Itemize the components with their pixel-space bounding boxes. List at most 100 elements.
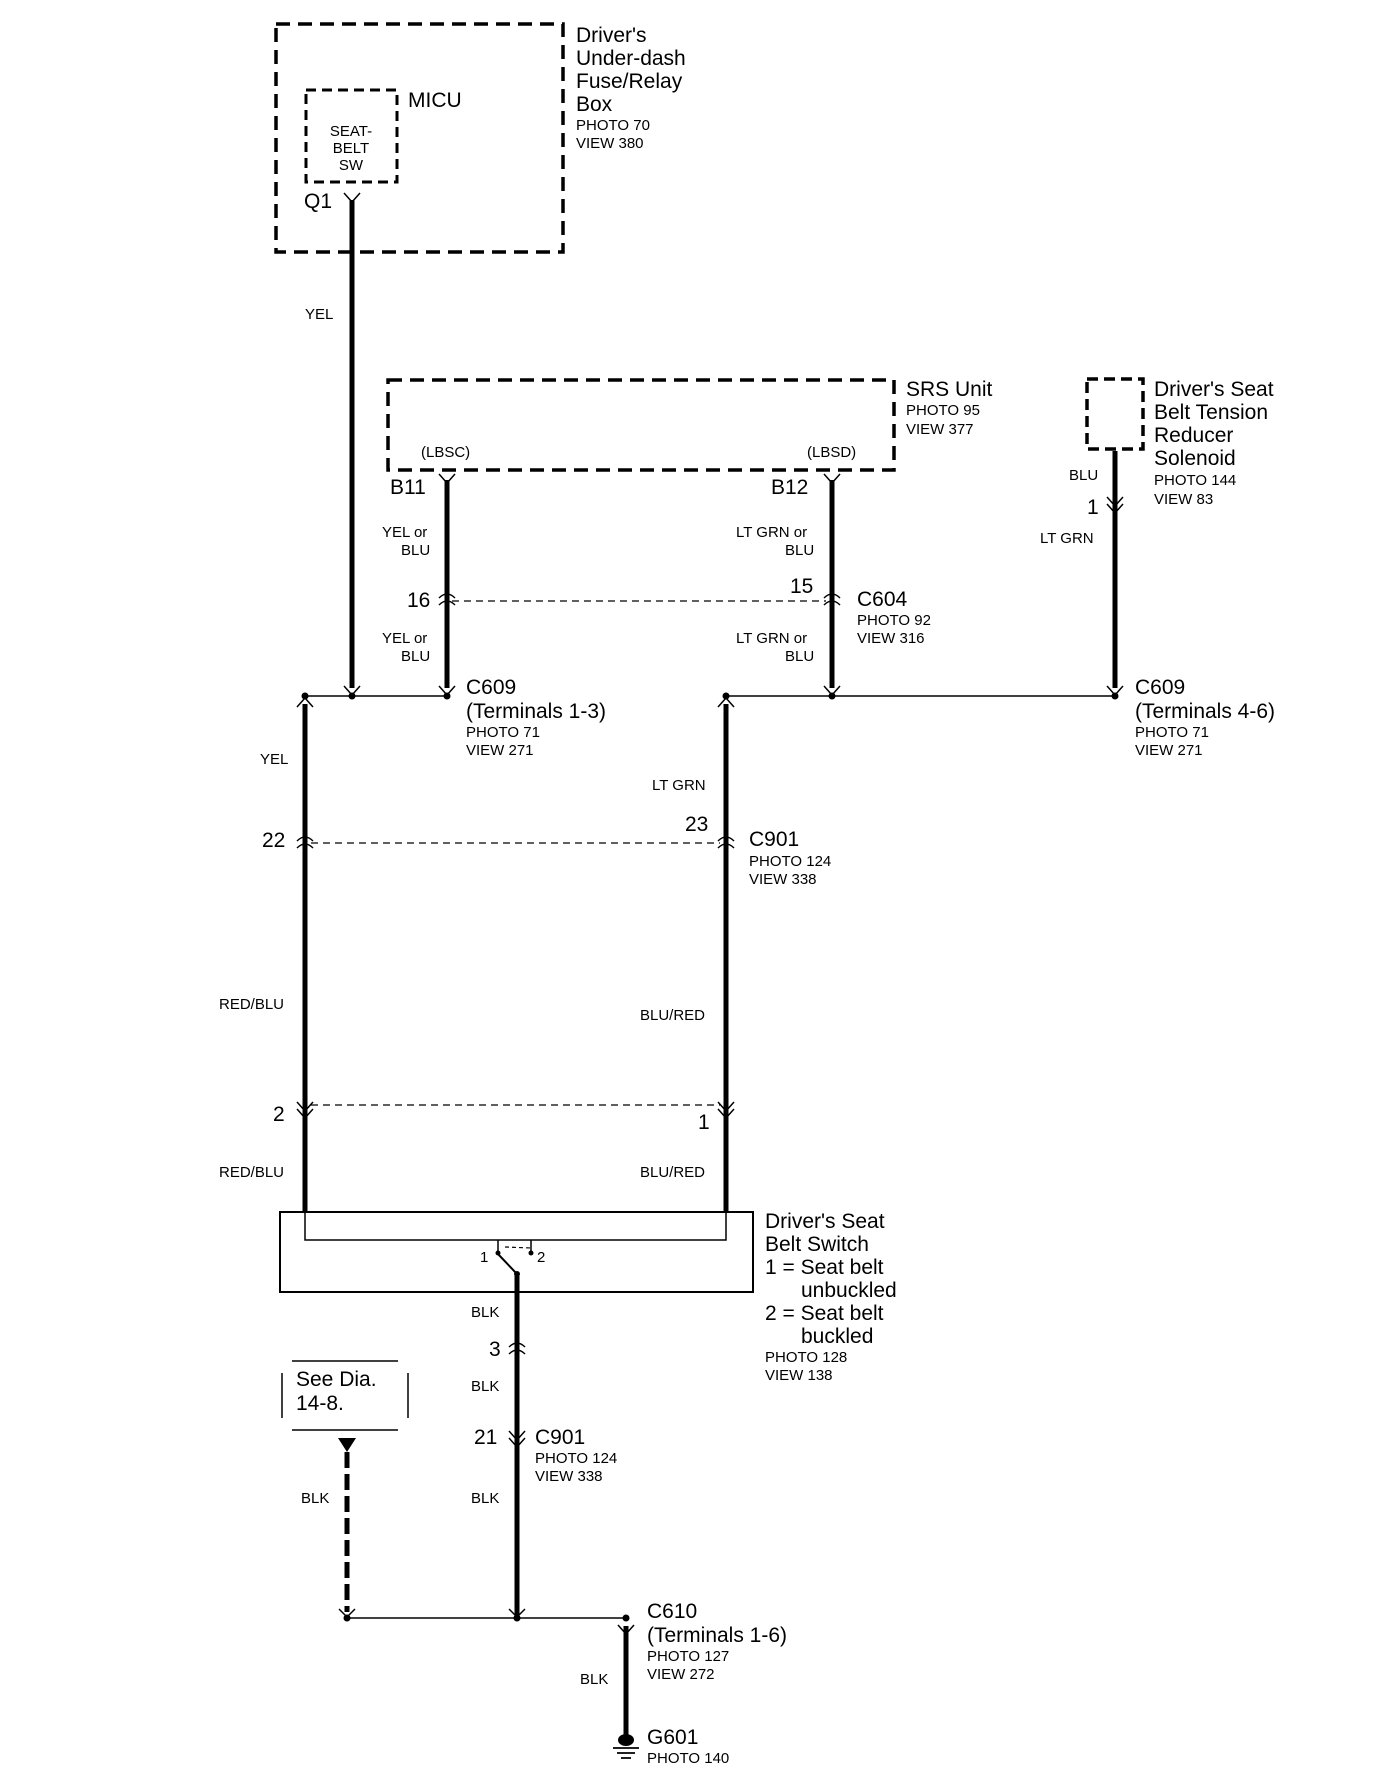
ground-symbol-icon [613,1734,639,1759]
seat-belt-sw-line-2: BELT [333,140,369,157]
solenoid-label-line-1: Driver's Seat [1154,378,1274,401]
seat-belt-sw-line-3: SW [339,157,364,174]
c609-right-terminals: (Terminals 4-6) [1135,700,1275,723]
c604-pin-15-icon [823,593,841,606]
seat-belt-sw-line-1: SEAT- [330,123,372,140]
yel-left-label: YEL [260,751,288,768]
ltgrn-or-blu-upper-2: BLU [785,542,814,559]
switch-contact-1-label: 1 [480,1249,488,1266]
q1-terminal-label: Q1 [304,190,332,213]
switch-harness-connector: 2 1 [273,1101,735,1134]
c609-left-photo: PHOTO 71 [466,724,540,741]
c901-upper-pin-22: 22 [262,829,285,852]
fuse-relay-box: Driver's Under-dash Fuse/Relay Box PHOTO… [274,22,686,254]
switch-contact-leads [497,1240,532,1252]
blured-upper-label: BLU/RED [640,1007,705,1024]
fuse-box-photo: PHOTO 70 [576,117,650,134]
switch-legend-1b: unbuckled [801,1279,897,1302]
c901-upper-name: C901 [749,828,799,851]
b12-terminal-label: B12 [771,476,808,499]
ltgrn-or-blu-lower-1: LT GRN or [736,630,807,647]
c901-lower-pin-3-icon [508,1342,526,1355]
fuse-box-view: VIEW 380 [576,135,644,152]
srs-unit-label: SRS Unit [906,378,993,401]
b11-terminal-icon [438,473,456,485]
switch-contact-2-label: 2 [537,1249,545,1266]
c609-right: C609 (Terminals 4-6) PHOTO 71 VIEW 271 [717,676,1275,759]
yel-or-blu-upper-2: BLU [401,542,430,559]
switch-contact-2 [528,1250,534,1256]
c604-pin-16-icon [438,593,456,606]
see-dia-arrow-icon [338,1438,356,1452]
c901-lower-pin-21-icon [508,1430,526,1449]
c609-right-view: VIEW 271 [1135,742,1203,759]
solenoid-label-line-2: Belt Tension [1154,401,1268,424]
switch-pin-1-icon [717,1101,735,1120]
srs-unit-view: VIEW 377 [906,421,974,438]
srs-unit: SRS Unit PHOTO 95 VIEW 377 (LBSC) (LBSD)… [386,378,993,499]
srs-unit-outline [386,378,896,472]
fuse-box-label-line-3: Fuse/Relay [576,70,683,93]
solenoid-photo: PHOTO 144 [1154,472,1236,489]
fuse-box-outline [274,22,565,254]
c901-lower-view: VIEW 338 [535,1468,603,1485]
c901-upper-pin-23: 23 [685,813,708,836]
srs-unit-photo: PHOTO 95 [906,402,980,419]
solenoid-outline [1085,377,1145,451]
micu-label: MICU [408,89,462,112]
ltgrn-or-blu-upper-1: LT GRN or [736,524,807,541]
ltgrn-solenoid-label: LT GRN [1040,530,1094,547]
switch-label-line-1: Driver's Seat [765,1210,885,1233]
c604-pin-16: 16 [407,589,430,612]
switch-harness-pin-2: 2 [273,1103,285,1126]
blk-switch-label-2: BLK [471,1378,499,1395]
switch-pivot [514,1271,520,1277]
switch-legend-2b: buckled [801,1325,873,1348]
switch-label-line-2: Belt Switch [765,1233,869,1256]
yel-wire-q1-label: YEL [305,306,333,323]
solenoid-label-line-4: Solenoid [1154,447,1236,470]
solenoid-pin-1: 1 [1087,496,1099,519]
see-dia-brackets-v [281,1373,409,1418]
c901-upper-photo: PHOTO 124 [749,853,831,870]
switch-photo: PHOTO 128 [765,1349,847,1366]
see-dia-reference: See Dia. 14-8. BLK [281,1360,409,1612]
c609-left-name: C609 [466,676,516,699]
yel-or-blu-lower-1: YEL or [382,630,427,647]
c610-pin-icons [338,1608,526,1619]
switch-blade-icon [497,1253,518,1275]
g601-name: G601 [647,1726,698,1749]
g601-photo: PHOTO 140 [647,1750,729,1767]
blk-switch-label-1: BLK [471,1304,499,1321]
switch-view: VIEW 138 [765,1367,833,1384]
tension-reducer-solenoid: Driver's Seat Belt Tension Reducer Solen… [1085,377,1274,508]
ltgrn-center-label: LT GRN [652,777,706,794]
c610-view: VIEW 272 [647,1666,715,1683]
c609-right-name: C609 [1135,676,1185,699]
solenoid-label-line-3: Reducer [1154,424,1233,447]
blk-see-dia-label: BLK [301,1490,329,1507]
blk-switch-label-3: BLK [471,1490,499,1507]
b12-terminal-icon [823,473,841,485]
yel-or-blu-lower-2: BLU [401,648,430,665]
c609-left-out-icon [296,696,314,708]
switch-harness-pin-1: 1 [698,1111,710,1134]
c609-left-dot-1 [301,692,309,700]
seat-belt-switch: 1 2 Driver's Seat Belt Switch 1 = Seat b… [279,1210,897,1384]
fuse-box-label-line-2: Under-dash [576,47,686,70]
ltgrn-or-blu-lower-2: BLU [785,648,814,665]
switch-internal-wiring [304,1212,727,1241]
switch-legend-2: 2 = Seat belt [765,1302,884,1325]
fuse-box-label-line-4: Box [576,93,613,116]
c901-upper: 22 23 C901 PHOTO 124 VIEW 338 [262,813,831,888]
c901-lower-name: C901 [535,1426,585,1449]
solenoid-pin-1-icon [1106,496,1124,515]
c901-pin-23-icon [717,836,735,849]
c901-lower-pin-21: 21 [474,1426,497,1449]
c609-right-dot-1 [722,692,730,700]
blured-lower-label: BLU/RED [640,1164,705,1181]
switch-alt-position [504,1246,532,1249]
c610-photo: PHOTO 127 [647,1648,729,1665]
switch-pin-2-icon [296,1101,314,1120]
